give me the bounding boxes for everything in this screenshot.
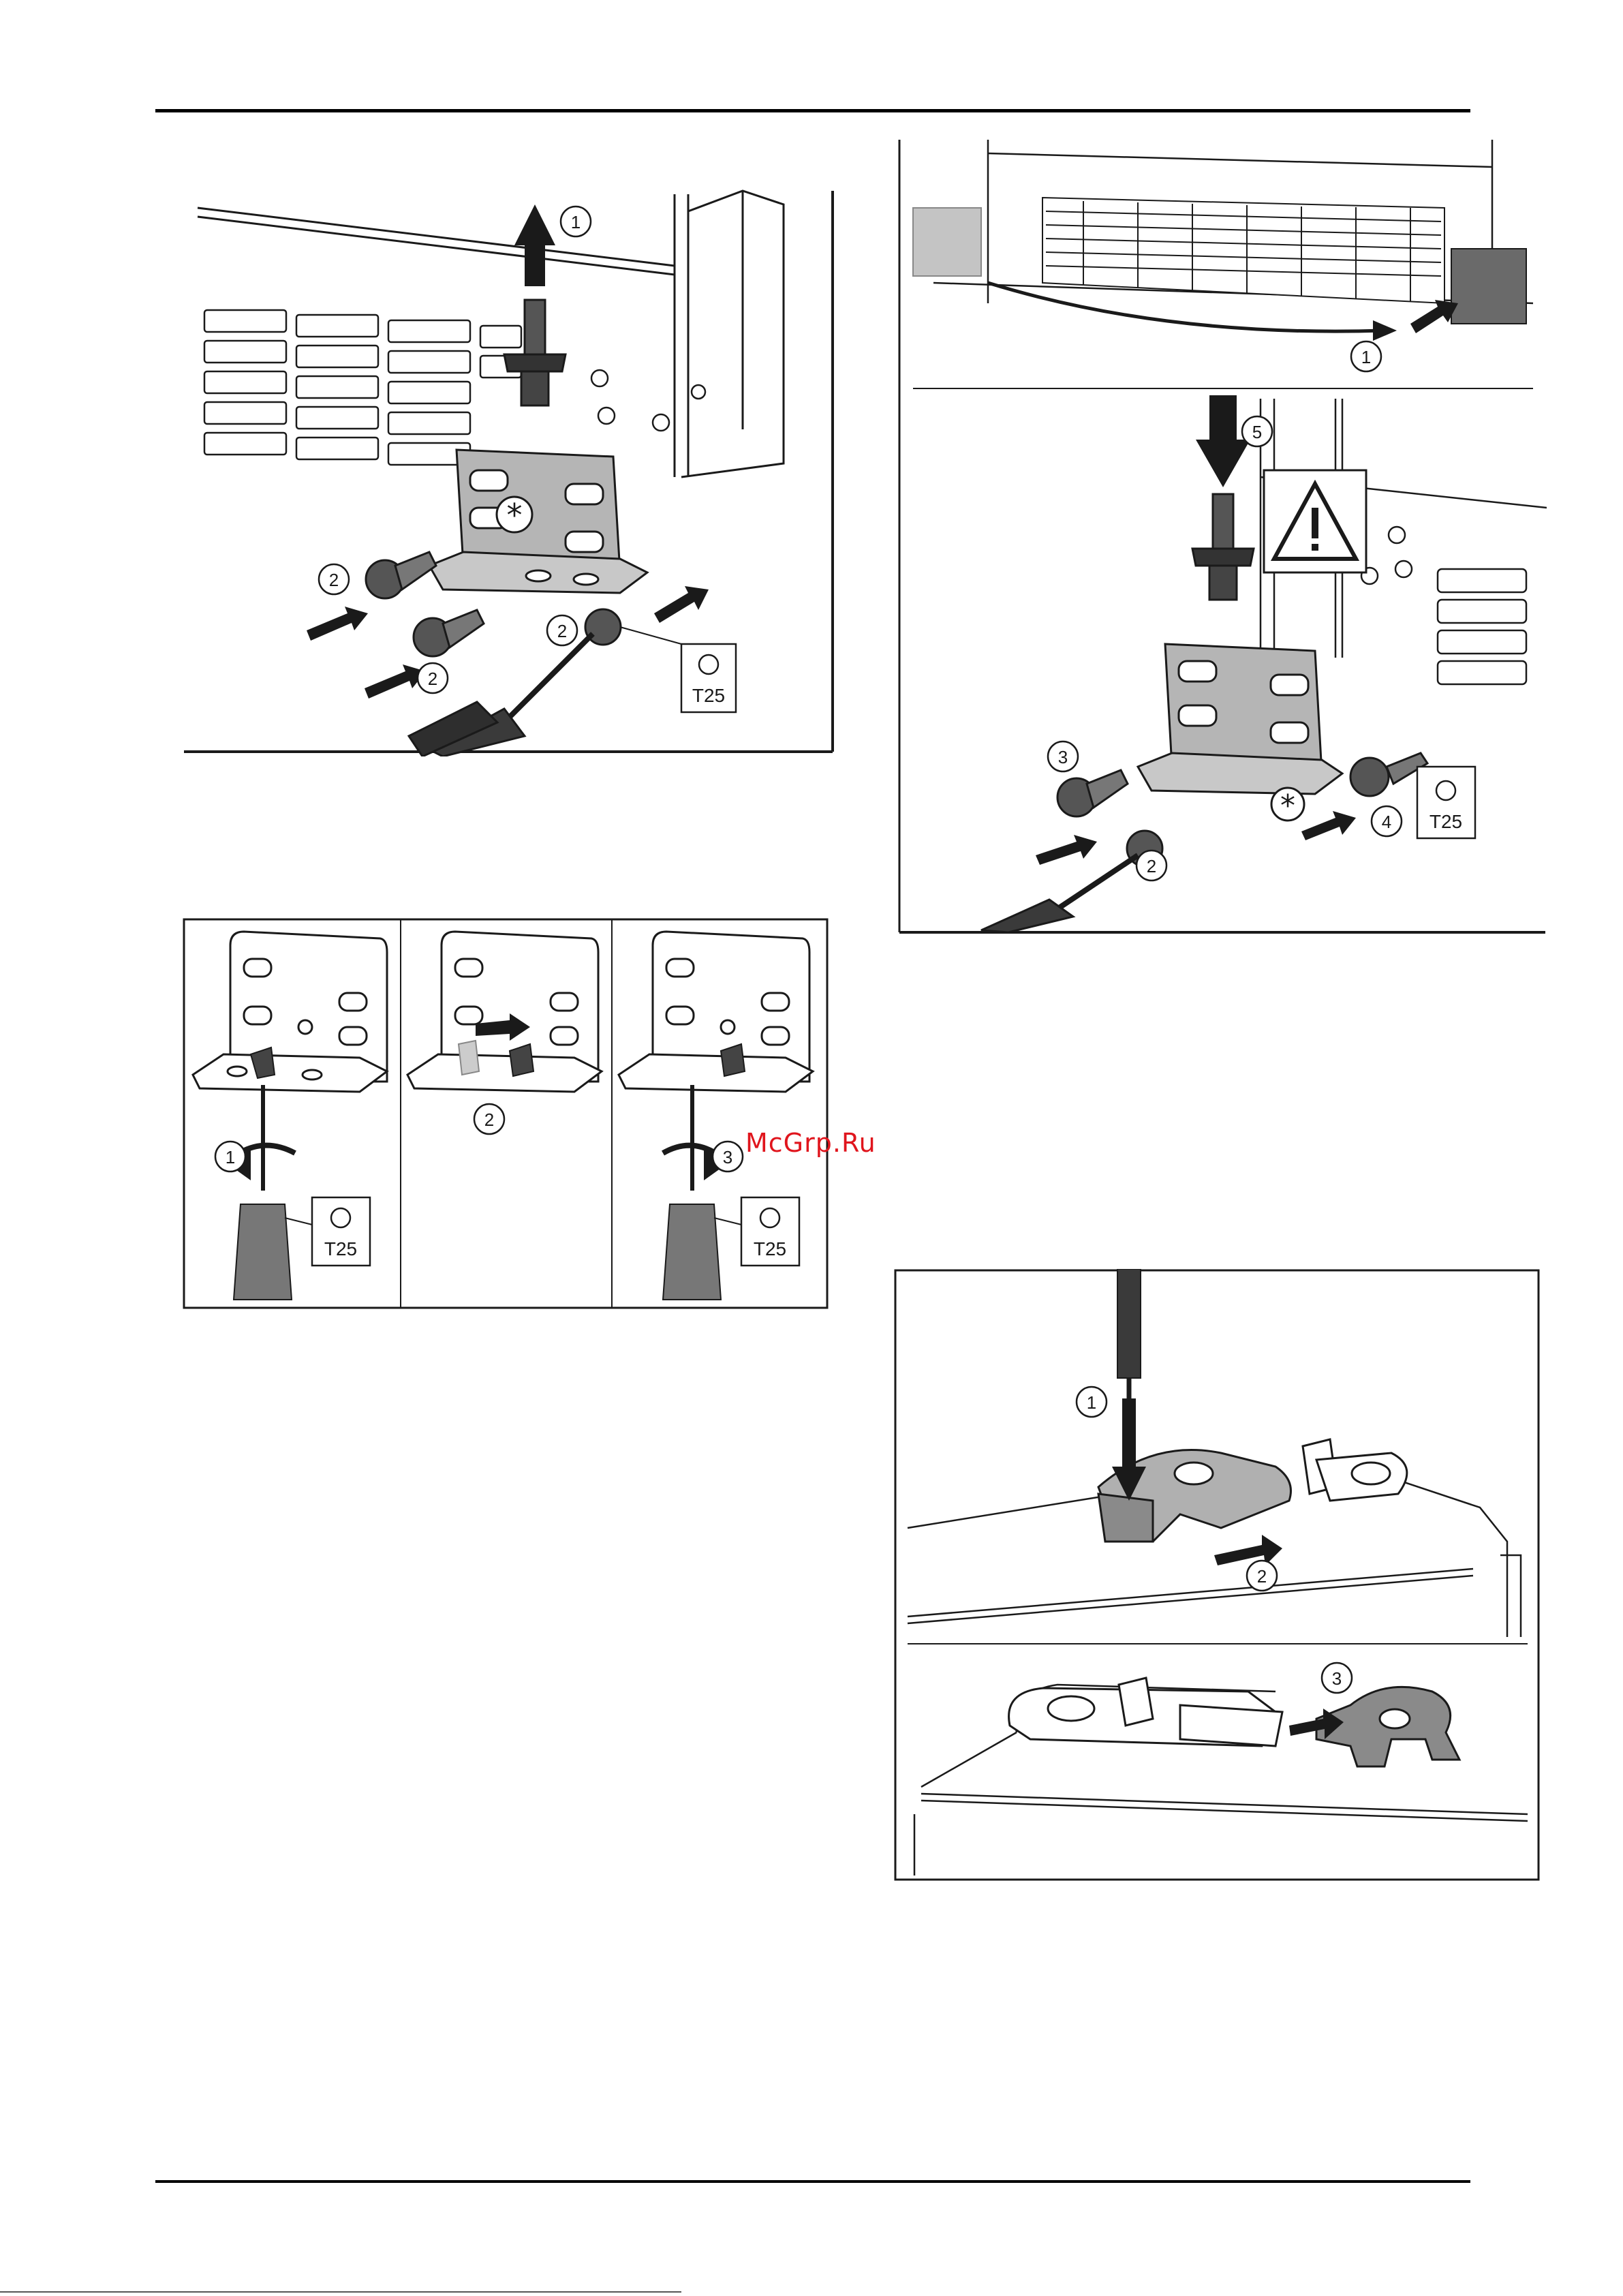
torx-t25-badge: T25: [1417, 767, 1475, 838]
callout-4: 4: [1382, 812, 1391, 832]
callout-2a: 2: [329, 570, 339, 590]
callout-3: 3: [1332, 1668, 1342, 1689]
tool-label: T25: [1429, 811, 1462, 832]
tool-label-1: T25: [324, 1238, 357, 1259]
vent-grille: [204, 310, 521, 465]
figure-top-bracket: 1 2 3: [894, 1269, 1541, 1882]
callout-2b: 2: [428, 669, 437, 689]
figure-hinge-removal: * 1 2 2 2 T25: [184, 136, 838, 756]
callout-2: 2: [1257, 1566, 1267, 1587]
header-rule: [155, 109, 1470, 112]
figure-hinge-adjust: 1 2 3 T25 T25: [183, 918, 830, 1310]
torx-t25-badge: T25: [620, 627, 736, 712]
svg-text:*: *: [507, 497, 523, 534]
callout-3: 3: [1058, 747, 1068, 767]
callout-1: 1: [1087, 1392, 1096, 1413]
bottom-edge-line: [0, 2291, 681, 2293]
callout-2: 2: [484, 1109, 494, 1130]
callout-2: 2: [1147, 856, 1156, 876]
callout-5: 5: [1252, 422, 1262, 442]
footer-rule: [155, 2180, 1470, 2183]
watermark: McGrp.Ru: [745, 1128, 876, 1158]
callout-2c: 2: [557, 621, 567, 641]
callout-1: 1: [226, 1147, 235, 1167]
svg-text:*: *: [1280, 789, 1295, 823]
tool-label-2: T25: [754, 1238, 786, 1259]
tool-label: T25: [692, 685, 725, 706]
callout-1: 1: [571, 212, 581, 232]
warning-icon: [1264, 470, 1366, 572]
callout-1: 1: [1361, 347, 1371, 367]
figure-plinth-fit: * 1 2 3 4 5 T25: [893, 140, 1547, 934]
callout-3: 3: [723, 1147, 732, 1167]
